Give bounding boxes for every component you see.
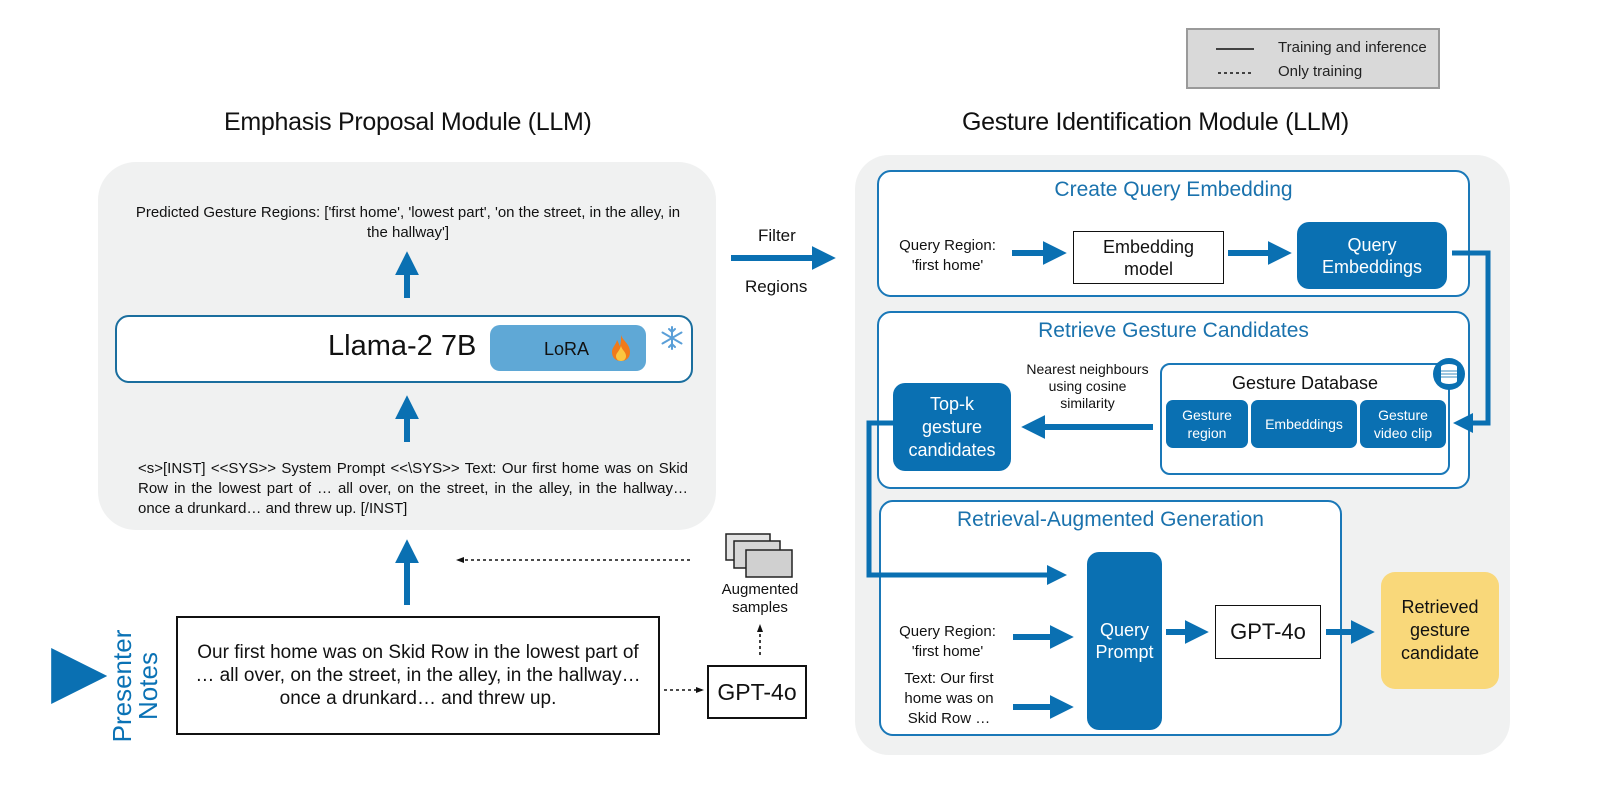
database-icon: [1433, 358, 1465, 390]
emphasis-module-title: Emphasis Proposal Module (LLM): [224, 108, 592, 136]
predicted-regions-text: Predicted Gesture Regions: ['first home'…: [135, 204, 681, 241]
retrieved-label-3: candidate: [1400, 643, 1480, 663]
gesture-database-title: Gesture Database: [1231, 373, 1379, 393]
db-field-gesture-region: Gesture region: [1166, 400, 1248, 448]
legend-solid-label: Training and inference: [1278, 39, 1427, 56]
embedding-model-label-2: model: [1123, 258, 1174, 279]
rag-query-region-text: Query Region: 'first home': [890, 622, 1005, 662]
topk-label-1: Top-k: [929, 393, 974, 414]
lora-label: LoRA: [544, 339, 590, 359]
query-embeddings-box: Query Embeddings: [1297, 222, 1447, 289]
db-field-1-line2: region: [1187, 425, 1227, 441]
regions-label: Regions: [745, 277, 808, 296]
retrieved-label-1: Retrieved: [1401, 597, 1479, 617]
filter-label: Filter: [758, 226, 796, 245]
rag-query-region-value: 'first home': [911, 643, 984, 660]
embedding-model-label-1: Embedding: [1102, 236, 1195, 257]
prompt-text: <s>[INST] <<SYS>> System Prompt <<\SYS>>…: [138, 460, 688, 517]
query-prompt-label-2: Prompt: [1095, 642, 1154, 662]
query-region-value: 'first home': [911, 257, 984, 274]
notes-label: Notes: [133, 652, 163, 720]
rag-text-2: home was on: [904, 690, 994, 707]
legend-line-samples: [1216, 48, 1254, 74]
db-field-3-line2: video clip: [1373, 425, 1433, 441]
rag-title: Retrieval-Augmented Generation: [956, 508, 1264, 531]
rag-query-region-label: Query Region:: [899, 623, 996, 640]
fire-icon: [612, 335, 630, 361]
model-name: Llama-2 7B: [328, 330, 477, 362]
gesture-module-title: Gesture Identification Module (LLM): [962, 108, 1349, 136]
retrieved-candidate-box: Retrieved gesture candidate: [1381, 572, 1499, 689]
top-k-candidates-box: Top-k gesture candidates: [893, 383, 1011, 471]
nn-note-2: using cosine: [1048, 378, 1127, 394]
db-field-2-line1: Embeddings: [1265, 416, 1343, 432]
gpt4o-generator-box: GPT-4o: [1215, 605, 1321, 659]
embedding-model-box: Embedding model: [1073, 231, 1224, 284]
retrieved-label-2: gesture: [1409, 620, 1471, 640]
topk-label-3: candidates: [908, 439, 996, 460]
rag-text-3: Skid Row …: [907, 710, 991, 727]
augmented-samples-label: Augmented samples: [721, 581, 799, 616]
legend: Training and inference Only training: [1186, 28, 1440, 89]
stacked-documents-icon: [725, 533, 793, 578]
presenter-notes-box: Our first home was on Skid Row in the lo…: [176, 616, 660, 735]
legend-dotted-label: Only training: [1278, 63, 1363, 80]
nn-note-1: Nearest neighbours: [1026, 361, 1149, 377]
gpt4o-augmenter-box: GPT-4o: [707, 665, 807, 719]
retrieve-candidates-title: Retrieve Gesture Candidates: [1038, 319, 1309, 342]
db-field-3-line1: Gesture: [1378, 407, 1428, 423]
query-region-label: Query Region:: [899, 237, 996, 254]
query-region-text: Query Region: 'first home': [890, 236, 1005, 276]
presenter-notes-label: Presenter Notes: [100, 620, 163, 743]
db-field-1-line1: Gesture: [1182, 407, 1232, 423]
query-prompt-label-1: Query: [1099, 620, 1150, 640]
query-embeddings-label-2: Embeddings: [1321, 256, 1423, 277]
create-query-embedding-title: Create Query Embedding: [1054, 178, 1293, 201]
rag-text-input: Text: Our first home was on Skid Row …: [893, 669, 1005, 729]
topk-label-2: gesture: [921, 416, 983, 437]
nn-note-3: similarity: [1060, 395, 1115, 411]
query-prompt-box: Query Prompt: [1087, 552, 1162, 730]
db-field-video-clip: Gesture video clip: [1360, 400, 1446, 448]
snowflake-icon: [661, 326, 683, 350]
nearest-neighbours-note: Nearest neighbours using cosine similari…: [1020, 361, 1155, 412]
presenter-label: Presenter: [107, 629, 137, 743]
db-field-embeddings: Embeddings: [1251, 400, 1357, 448]
lora-adapter: LoRA: [490, 325, 646, 371]
rag-text-1: Text: Our first: [904, 670, 994, 687]
query-embeddings-label-1: Query: [1347, 234, 1397, 255]
